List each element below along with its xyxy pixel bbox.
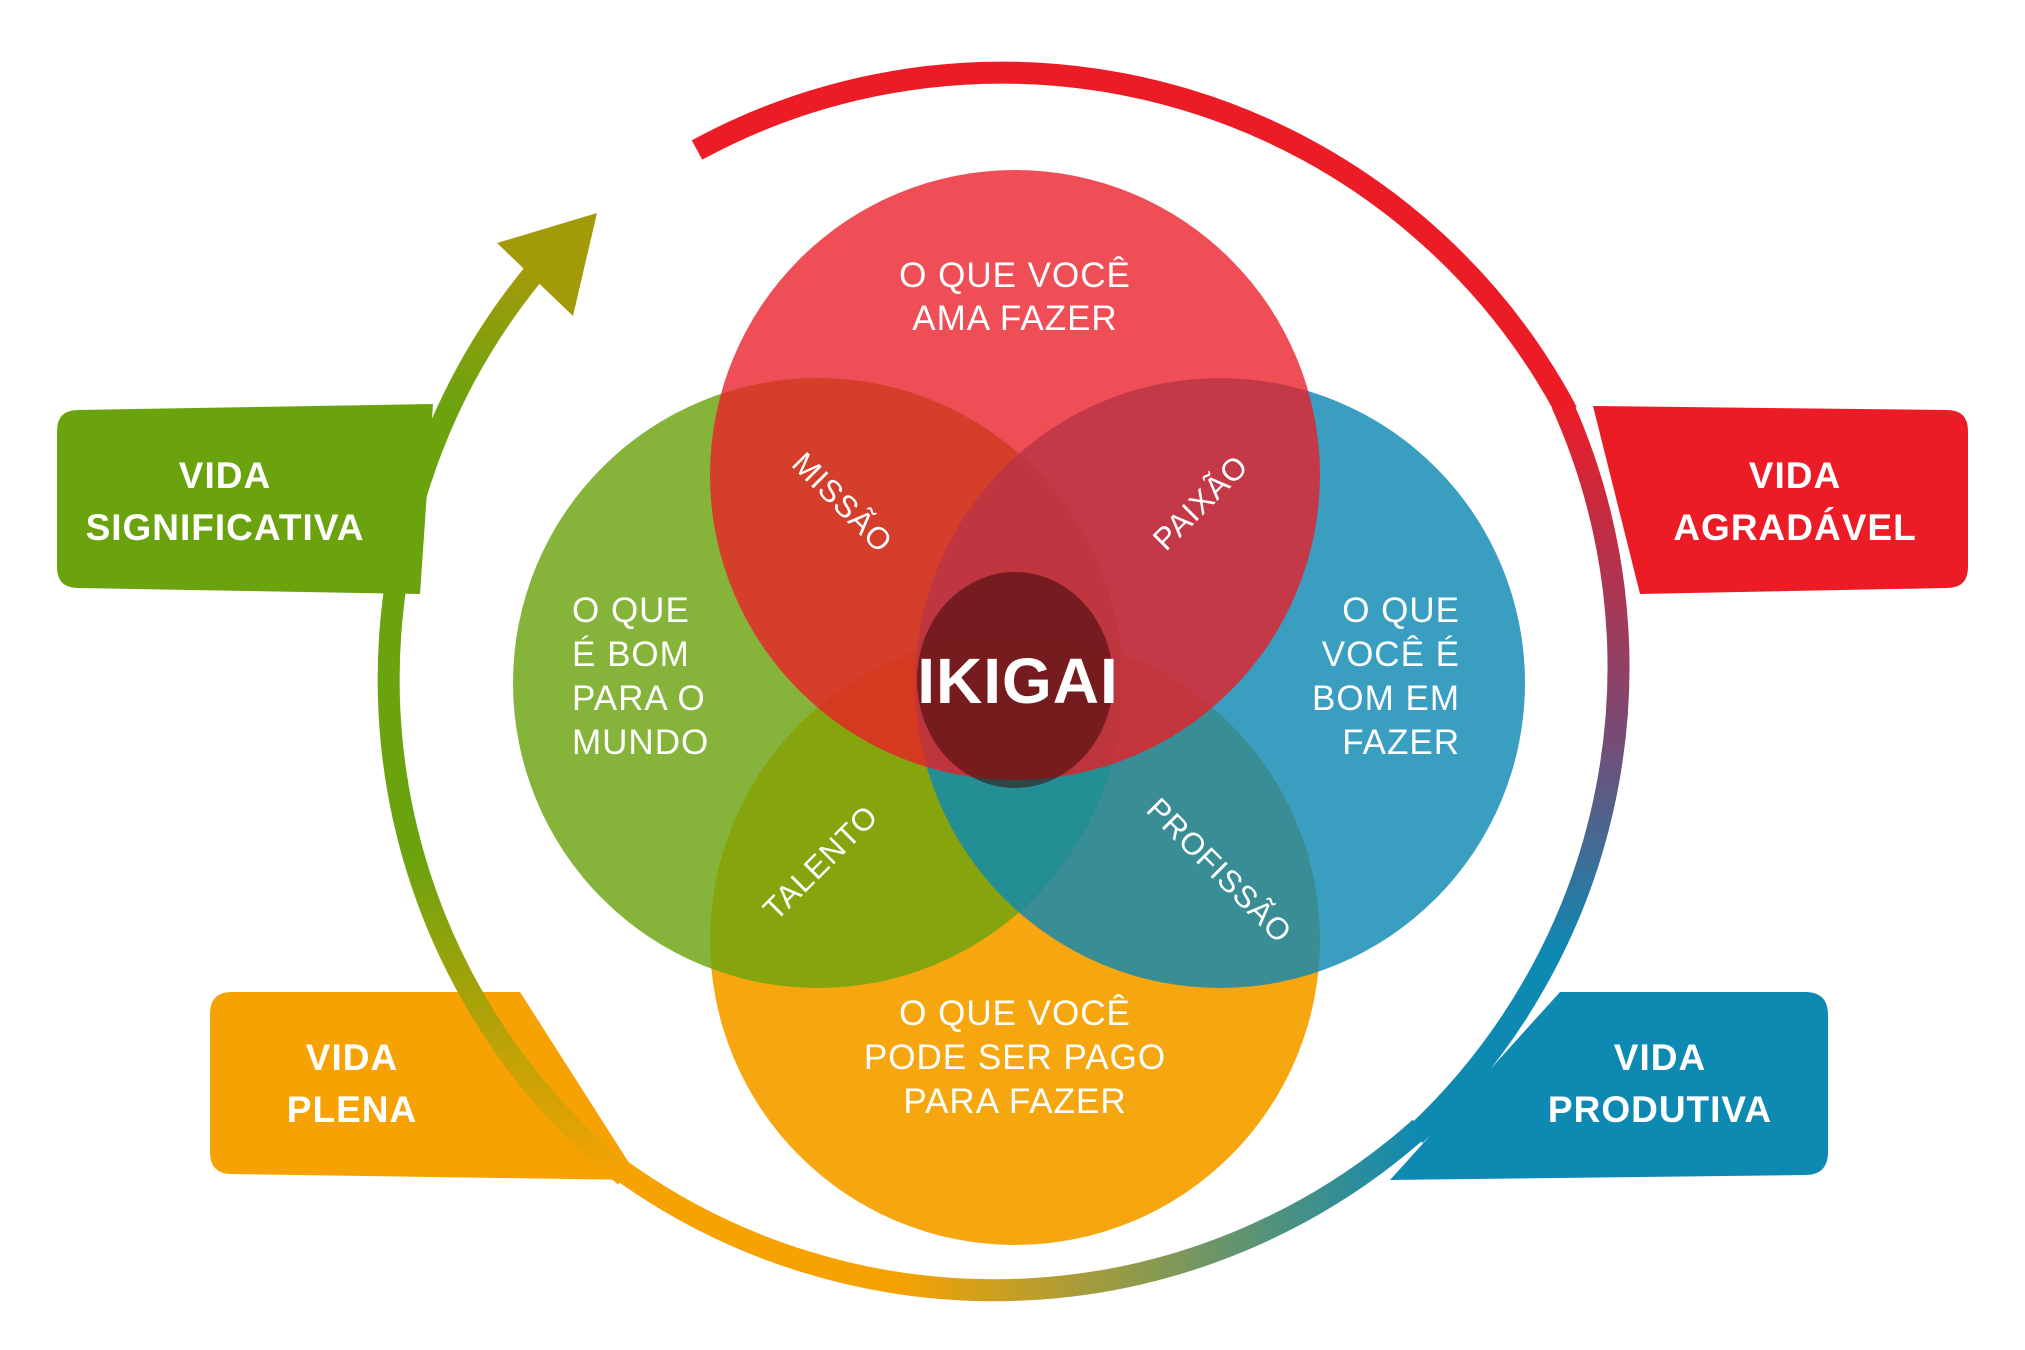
label-pago-para-fazer: O QUE VOCÊ PODE SER PAGO PARA FAZER <box>864 994 1166 1121</box>
tab-vida-plena-line2: PLENA <box>287 1089 417 1130</box>
label-pago-para-fazer-line3: PARA FAZER <box>903 1082 1126 1121</box>
label-bom-em-fazer-line2: VOCÊ É <box>1322 635 1460 674</box>
ikigai-center-shade <box>917 572 1113 788</box>
tab-vida-significativa-line2: SIGNIFICATIVA <box>86 507 365 548</box>
label-pago-para-fazer-line1: O QUE VOCÊ <box>899 994 1131 1033</box>
label-bom-em-fazer-line1: O QUE <box>1342 591 1460 630</box>
cycle-ring <box>377 61 1630 1302</box>
tab-vida-plena: VIDA PLENA <box>210 992 640 1180</box>
label-pago-para-fazer-line2: PODE SER PAGO <box>864 1038 1166 1077</box>
label-ama-fazer-line1: O QUE VOCÊ <box>899 256 1131 295</box>
tab-vida-agradavel-line1: VIDA <box>1749 455 1841 496</box>
center-ikigai: IKIGAI <box>917 645 1119 717</box>
label-bom-para-mundo-line2: É BOM <box>572 635 690 674</box>
cycle-arrow-icon <box>497 213 597 316</box>
label-ama-fazer-line2: AMA FAZER <box>912 299 1117 338</box>
tab-vida-significativa-line1: VIDA <box>179 455 271 496</box>
tab-vida-significativa: VIDA SIGNIFICATIVA <box>57 404 433 594</box>
tab-vida-produtiva-line1: VIDA <box>1614 1037 1706 1078</box>
label-bom-para-mundo-line1: O QUE <box>572 591 690 630</box>
label-ama-fazer: O QUE VOCÊ AMA FAZER <box>899 256 1131 338</box>
overlap-shading <box>917 572 1113 788</box>
tab-vida-agradavel: VIDA AGRADÁVEL <box>1593 406 1968 594</box>
label-bom-para-mundo-line4: MUNDO <box>572 723 709 762</box>
tab-vida-produtiva: VIDA PRODUTIVA <box>1390 992 1828 1180</box>
label-bom-em-fazer-line4: FAZER <box>1342 723 1460 762</box>
tab-vida-produtiva-line2: PRODUTIVA <box>1548 1089 1772 1130</box>
label-bom-em-fazer-line3: BOM EM <box>1312 679 1460 718</box>
label-bom-para-mundo: O QUE É BOM PARA O MUNDO <box>572 591 709 762</box>
venn-circles <box>513 170 1525 1245</box>
tab-vida-agradavel-line2: AGRADÁVEL <box>1673 507 1916 548</box>
label-bom-em-fazer: O QUE VOCÊ É BOM EM FAZER <box>1312 591 1460 762</box>
tab-vida-plena-line1: VIDA <box>306 1037 398 1078</box>
label-bom-para-mundo-line3: PARA O <box>572 679 706 718</box>
circle-top-red <box>710 170 1320 780</box>
